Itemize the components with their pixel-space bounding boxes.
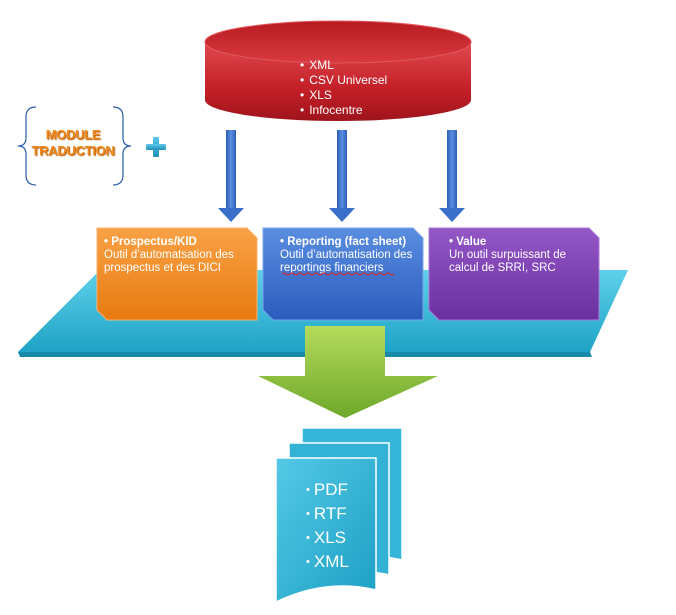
- tool-title: Reporting (fact sheet): [280, 236, 420, 249]
- tool-box-reporting: [262, 227, 424, 321]
- source-format-list: XML CSV Universel XLS Infocentre: [300, 58, 387, 118]
- source-format-item: XML: [300, 58, 387, 73]
- arrow-down-icon: [218, 130, 244, 222]
- output-format-item: XLS: [306, 526, 349, 550]
- tool-box-value: [428, 227, 600, 321]
- tool-description: Outil d’automatisation des reportings fi…: [280, 249, 413, 274]
- module-label-line2: TRADUCTION: [31, 143, 115, 158]
- output-format-item: RTF: [306, 502, 349, 526]
- spellcheck-underline: [282, 272, 395, 276]
- source-format-item: XLS: [300, 88, 387, 103]
- output-format-list: PDF RTF XLS XML: [306, 478, 349, 574]
- output-format-item: XML: [306, 550, 349, 574]
- tool-description: Outil d’automatsation des prospectus et …: [104, 249, 234, 274]
- tool-value-text: Value Un outil surpuissant de calcul de …: [449, 236, 594, 275]
- tool-box-prospectus: [96, 227, 258, 321]
- tool-prospectus-text: Prospectus/KID Outil d’automatsation des…: [104, 236, 252, 275]
- output-format-item: PDF: [306, 478, 349, 502]
- tool-description: Un outil surpuissant de calcul de SRRI, …: [449, 249, 566, 274]
- source-format-item: Infocentre: [300, 103, 387, 118]
- tool-title: Value: [449, 236, 594, 249]
- module-traduction-label: MODULE TRADUCTION: [30, 127, 116, 159]
- arrow-down-icon: [439, 130, 465, 222]
- output-arrow-icon: [258, 326, 438, 418]
- source-format-item: CSV Universel: [300, 73, 387, 88]
- arrow-down-icon: [329, 130, 355, 222]
- module-bracket: [17, 106, 132, 186]
- tool-reporting-text: Reporting (fact sheet) Outil d’automatis…: [280, 236, 420, 275]
- module-label-line1: MODULE: [45, 127, 101, 142]
- plus-icon: [146, 137, 166, 157]
- tool-title: Prospectus/KID: [104, 236, 252, 249]
